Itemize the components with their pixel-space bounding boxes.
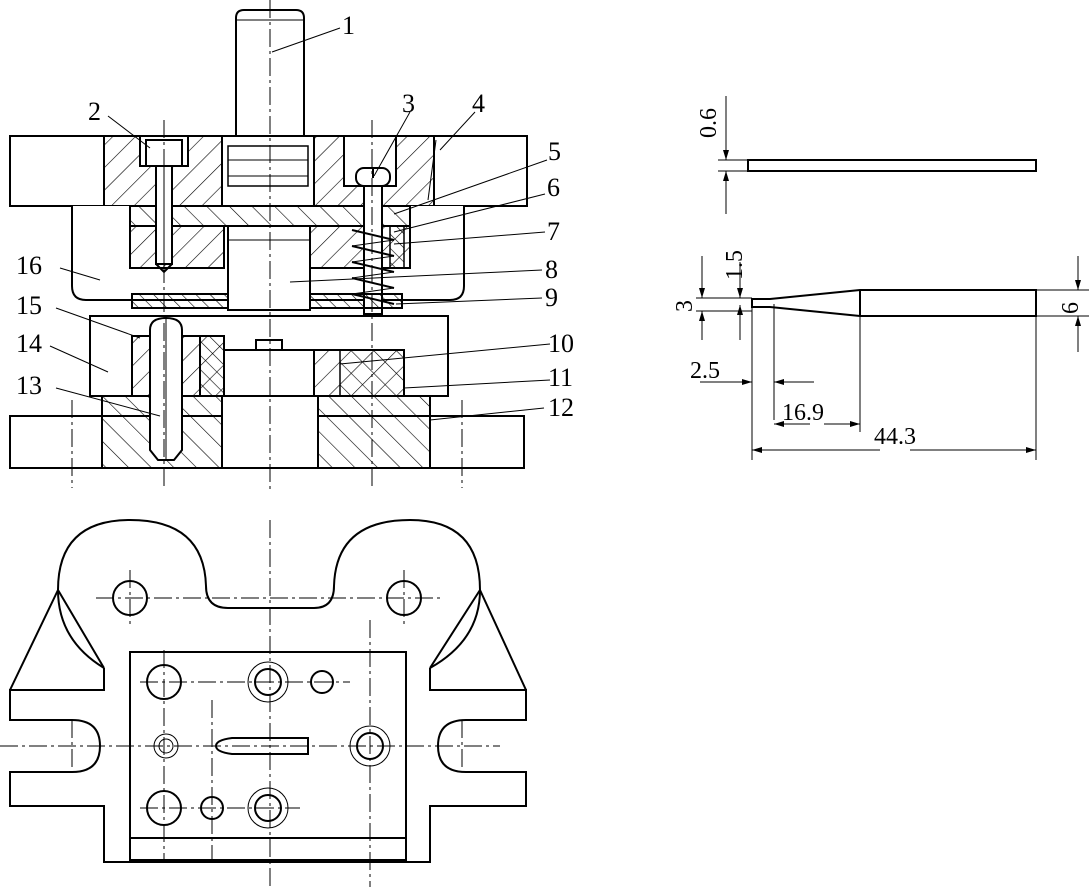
callout-15: 15 <box>16 291 42 320</box>
callout-3: 3 <box>402 89 415 118</box>
stripper-plate <box>131 293 403 309</box>
callout-16: 16 <box>16 251 42 280</box>
part-plan-view: 3 1.5 6 2.5 16.9 44.3 <box>672 250 1089 460</box>
front-section-view <box>9 0 528 490</box>
callout-12: 12 <box>548 393 574 422</box>
punch <box>227 225 311 311</box>
callout-5: 5 <box>548 137 561 166</box>
callout-2: 2 <box>88 97 101 126</box>
dim-total-length: 44.3 <box>874 424 916 450</box>
dim-tip-length: 2.5 <box>690 358 720 384</box>
dim-taper-length: 16.9 <box>782 400 824 426</box>
callout-9: 9 <box>545 283 558 312</box>
callout-14: 14 <box>16 329 42 358</box>
top-plan-view <box>0 518 527 887</box>
dim-tip-step: 1.5 <box>722 250 748 280</box>
callout-4: 4 <box>472 89 485 118</box>
callout-11: 11 <box>548 363 573 392</box>
callout-13: 13 <box>16 371 42 400</box>
dowel-pin <box>149 316 183 461</box>
callout-8: 8 <box>545 255 558 284</box>
callout-6: 6 <box>547 173 560 202</box>
callout-7: 7 <box>547 217 560 246</box>
dim-tip-width: 3 <box>672 300 698 312</box>
dim-thickness: 0.6 <box>696 108 722 138</box>
callout-1: 1 <box>342 11 355 40</box>
lower-base-plate <box>9 395 525 469</box>
part-side-view: 0.6 <box>696 96 1037 214</box>
upper-die-plate <box>9 135 528 207</box>
punch-slot <box>214 737 309 755</box>
screw-and-spring <box>351 167 395 315</box>
callout-labels: 1 2 3 4 5 6 7 8 9 10 11 12 13 14 15 16 <box>16 11 574 422</box>
leader-lines <box>49 27 551 421</box>
callout-10: 10 <box>548 329 574 358</box>
dim-body-width: 6 <box>1058 302 1084 314</box>
mounting-holes <box>112 580 422 829</box>
